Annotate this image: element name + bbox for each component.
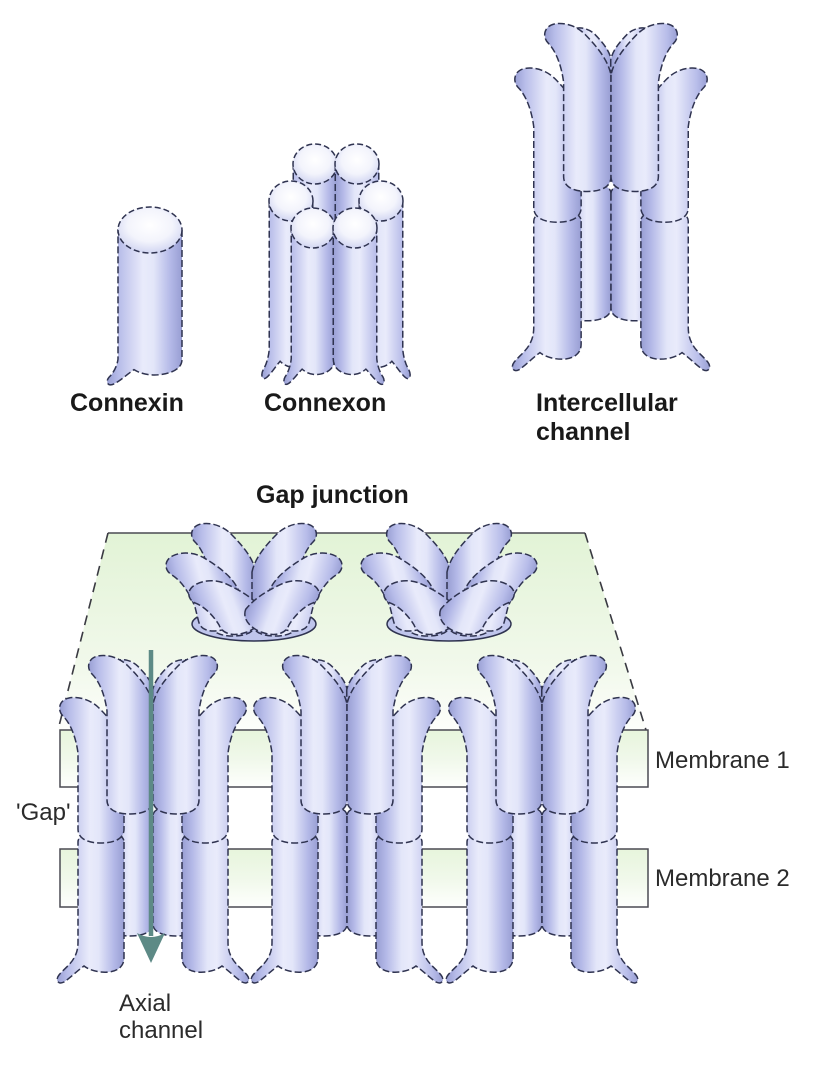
connexin-ball-top — [118, 207, 182, 253]
face-right-dashed-edge — [584, 532, 647, 731]
connexon-cluster — [261, 144, 411, 386]
intercellular-channel-label-line1: Intercellular — [536, 389, 678, 417]
axial-channel-arrow-icon — [137, 650, 165, 963]
connexin-label: Connexin — [70, 389, 184, 417]
connexin-cylinder — [106, 207, 183, 386]
membrane-1-label: Membrane 1 — [655, 747, 790, 774]
intercellular-channel-label: Intercellular channel — [536, 389, 678, 447]
gap-label: 'Gap' — [16, 799, 71, 826]
axial-channel-label-line1: Axial — [119, 990, 172, 1017]
gap-junction-title: Gap junction — [256, 481, 409, 509]
axial-channel-label-line2: channel — [119, 1017, 204, 1044]
intercellular-channel-3 — [446, 655, 638, 982]
intercellular-channel-2 — [251, 655, 443, 982]
intercellular-channel-label-line2: channel — [536, 418, 631, 446]
intercellular-channel-standalone — [512, 23, 709, 370]
connexon-label: Connexon — [264, 389, 387, 417]
axial-channel-label: Axial channel — [119, 990, 203, 1044]
membrane-2-label: Membrane 2 — [655, 865, 790, 892]
